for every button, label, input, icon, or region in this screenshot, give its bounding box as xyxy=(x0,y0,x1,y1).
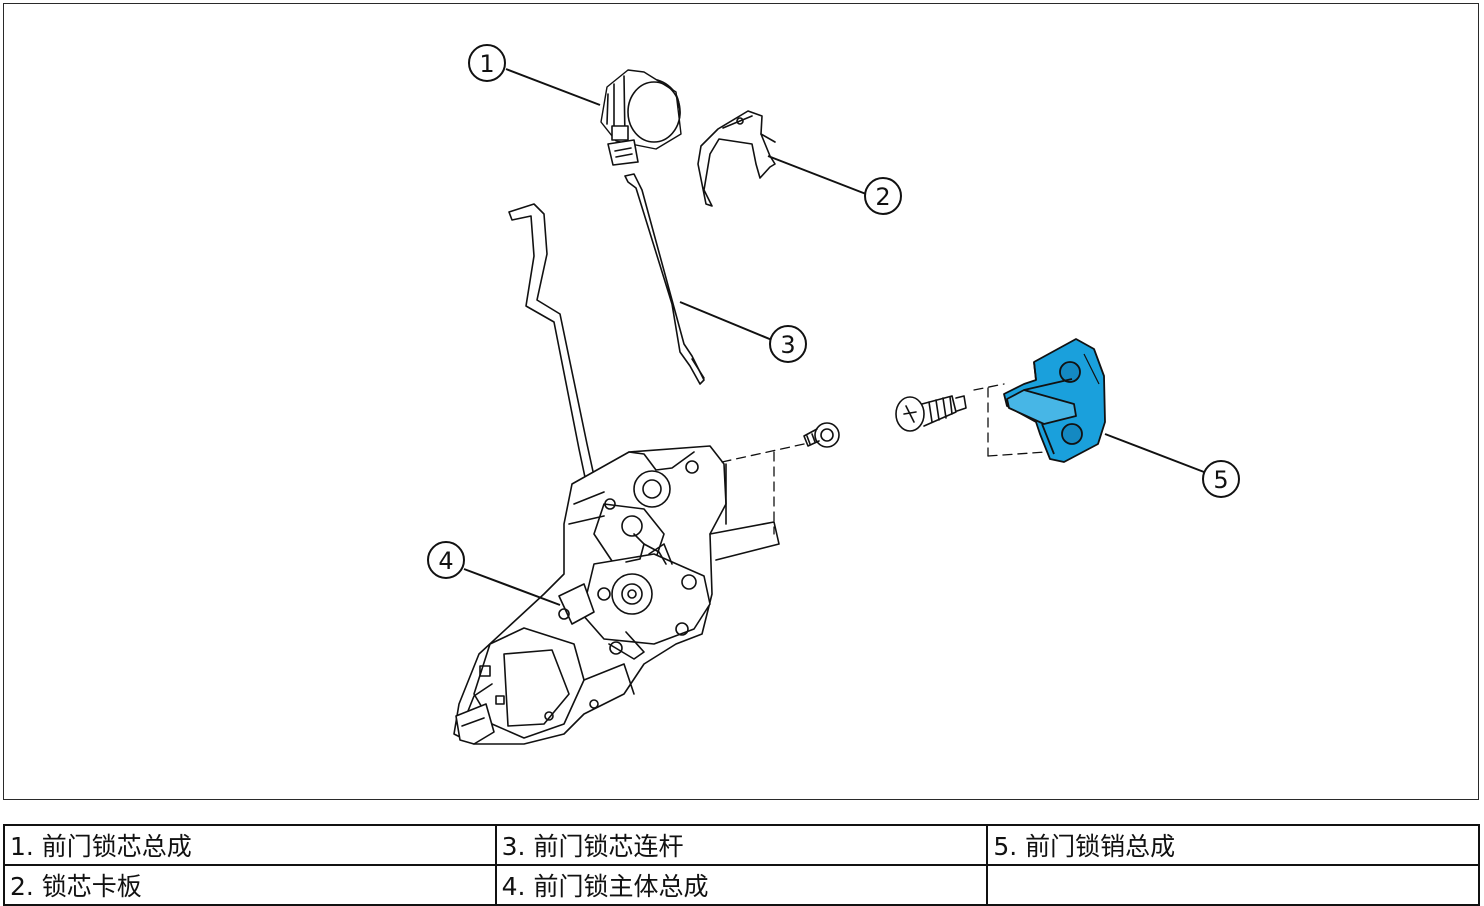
legend-cell: 4. 前门锁主体总成 xyxy=(494,864,989,906)
striker-bolt xyxy=(895,395,967,432)
svg-text:2: 2 xyxy=(875,183,890,211)
callout-5: 5 xyxy=(1202,460,1240,498)
outside-handle-rod xyxy=(508,203,595,483)
svg-text:4: 4 xyxy=(438,547,453,575)
diagram-canvas: 1 2 3 4 5 xyxy=(427,44,1240,745)
legend-row: 2. 锁芯卡板 4. 前门锁主体总成 xyxy=(3,864,1480,906)
callout-3: 3 xyxy=(769,325,807,363)
legend-cell: 2. 锁芯卡板 xyxy=(3,864,497,906)
cylinder-retainer-clip xyxy=(697,110,776,207)
legend-cell: 1. 前门锁芯总成 xyxy=(3,824,497,866)
alignment-lines xyxy=(721,383,1047,535)
legend-cell xyxy=(986,864,1480,906)
svg-text:1: 1 xyxy=(479,50,494,78)
callout-2: 2 xyxy=(864,177,902,215)
legend-row: 1. 前门锁芯总成 3. 前门锁芯连杆 5. 前门锁销总成 xyxy=(3,824,1480,866)
parts-legend-table: 1. 前门锁芯总成 3. 前门锁芯连杆 5. 前门锁销总成 2. 锁芯卡板 4.… xyxy=(3,824,1480,906)
legend-cell: 3. 前门锁芯连杆 xyxy=(494,824,989,866)
callout-4: 4 xyxy=(427,541,465,579)
lock-mounting-screw xyxy=(803,422,840,448)
legend-cell: 5. 前门锁销总成 xyxy=(986,824,1480,866)
door-striker-assembly xyxy=(1003,338,1106,463)
lock-cylinder-rod xyxy=(624,173,705,385)
exploded-diagram: 1 2 3 4 5 xyxy=(3,3,1479,800)
leader-lines xyxy=(463,68,1205,606)
door-lock-main-body xyxy=(453,445,780,745)
svg-text:3: 3 xyxy=(780,331,795,359)
svg-text:5: 5 xyxy=(1213,466,1228,494)
callout-1: 1 xyxy=(468,44,506,82)
lock-cylinder-assembly xyxy=(600,69,682,166)
